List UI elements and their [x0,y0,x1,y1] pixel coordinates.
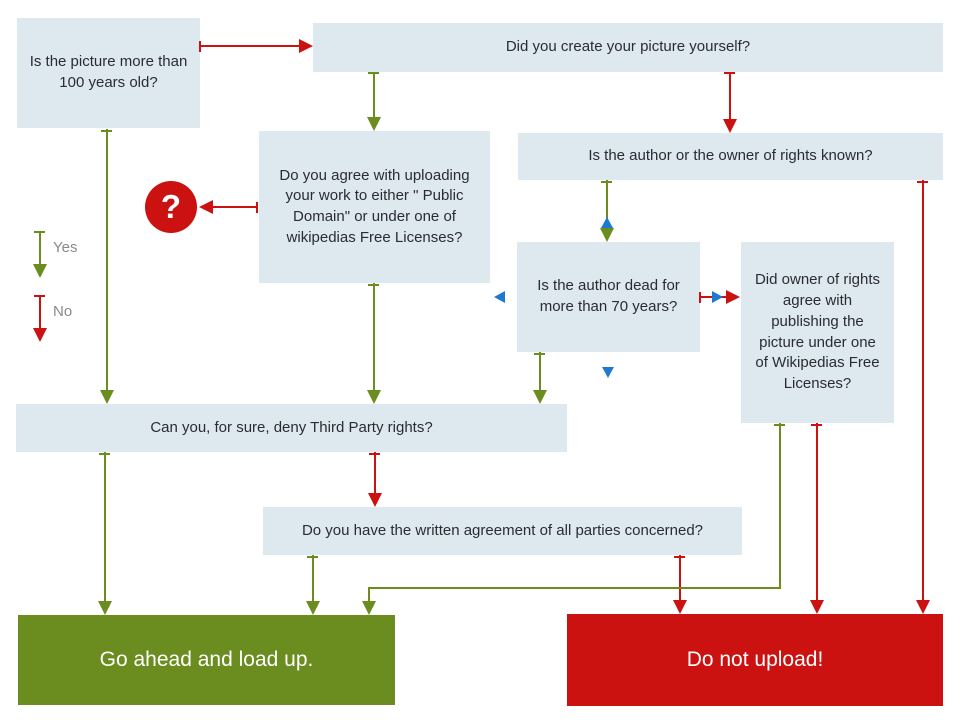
connector-known-to-dead-arrowhead [600,228,614,242]
connector-create-to-agree-arrowhead [367,117,381,131]
connector-age-to-thirdparty-arrowhead [100,390,114,404]
node-picture-age: Is the picture more than 100 years old? [17,18,200,128]
connector-create-to-agree-line [373,72,375,118]
connector-known-to-dead-line [606,180,608,229]
connector-agree-to-question-arrowhead [199,200,213,214]
connector-owner-to-donot-arrowhead [810,600,824,614]
connector-owner-to-goahead-line-down [779,423,781,589]
connector-owner-to-donot-line [816,423,818,601]
connector-age-to-create-arrowhead [299,39,313,53]
connector-agree-to-question-line [213,206,258,208]
connector-age-to-create-line [200,45,300,47]
legend-no-label: No [53,303,73,320]
node-create-yourself: Did you create your picture yourself? [313,23,943,72]
legend-yes-label: Yes [53,239,78,256]
connector-agree-to-thirdparty-arrowhead [367,390,381,404]
node-written-agreement: Do you have the written agreement of all… [263,507,742,555]
node-owner-agree: Did owner of rights agree with publishin… [741,242,894,423]
connector-age-to-thirdparty-line [106,129,108,391]
connector-thirdparty-to-goahead-arrowhead [98,601,112,615]
connector-written-to-goahead-arrowhead [306,601,320,615]
connector-owner-to-goahead-arrowhead [362,601,376,615]
blue-connection-marker-left-icon [494,291,505,303]
connector-dead-to-thirdparty-arrowhead [533,390,547,404]
legend-yes-arrow-line [39,232,41,265]
blue-connection-marker-down-icon [602,367,614,378]
legend-yes-arrow-icon [33,264,47,278]
question-mark-badge: ? [145,181,197,233]
connector-known-to-donot-arrowhead [916,600,930,614]
connector-known-to-donot-line [922,180,924,601]
legend-no-arrow-icon [33,328,47,342]
blue-connection-marker-up-icon [601,217,613,228]
node-third-party-rights: Can you, for sure, deny Third Party righ… [16,404,567,452]
connector-written-to-goahead-line [312,555,314,602]
node-agree-upload: Do you agree with uploading your work to… [259,131,490,283]
connector-thirdparty-to-written-arrowhead [368,493,382,507]
connector-written-to-donot-arrowhead [673,600,687,614]
connector-dead-to-thirdparty-line [539,352,541,391]
legend-no-arrow-line [39,296,41,329]
connector-written-to-donot-line [679,555,681,601]
connector-owner-to-goahead-line-drop [368,587,370,602]
connector-dead-to-owner-arrowhead [726,290,740,304]
connector-owner-to-goahead-line-across [368,587,781,589]
connector-thirdparty-to-goahead-line [104,452,106,602]
blue-connection-marker-right-icon [712,291,723,303]
node-author-known: Is the author or the owner of rights kno… [518,133,943,180]
connector-create-to-known-line [729,72,731,120]
connector-agree-to-thirdparty-line [373,283,375,391]
connector-thirdparty-to-written-line [374,452,376,494]
connector-create-to-known-arrowhead [723,119,737,133]
node-author-dead-70: Is the author dead for more than 70 year… [517,242,700,352]
node-go-ahead: Go ahead and load up. [18,615,395,705]
node-do-not-upload: Do not upload! [567,614,943,706]
